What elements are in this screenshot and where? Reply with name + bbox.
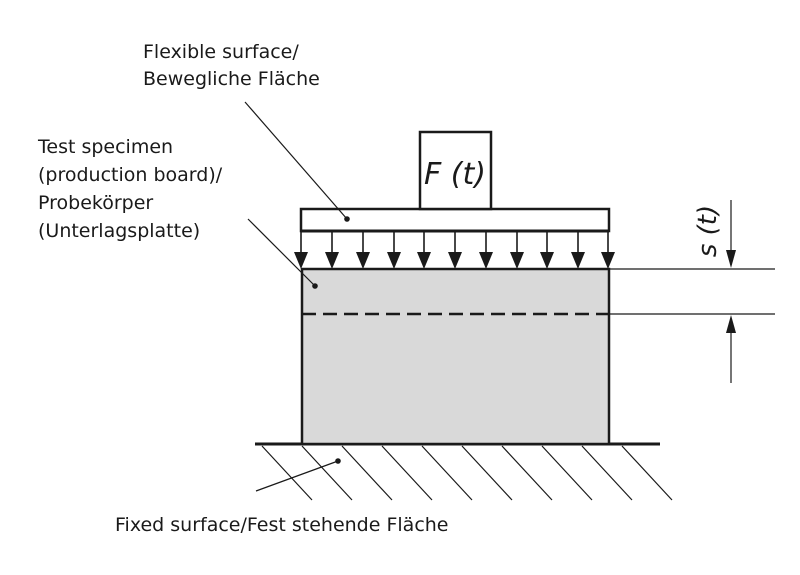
hatch-line	[501, 445, 553, 501]
specimen-leader-dot	[312, 283, 318, 289]
hatch-line	[261, 445, 313, 501]
hatch-line	[621, 445, 673, 501]
force-label: F (t)	[424, 157, 486, 192]
flexible-leader-line	[244, 101, 348, 220]
pressure-arrow	[479, 232, 493, 269]
hatch-line	[301, 445, 353, 501]
pressure-arrow	[387, 232, 401, 269]
hatch-line	[541, 445, 593, 501]
specimen-label-line1: Test specimen	[37, 136, 173, 158]
specimen-label-line3: Probekörper	[38, 192, 153, 214]
displacement-label: s (t)	[693, 205, 723, 257]
pressure-arrow	[448, 232, 462, 269]
fixed-surface-label: Fixed surface/Fest stehende Fläche	[115, 514, 449, 536]
dimension-arrow-up-head	[726, 315, 736, 333]
flexible-label-line1: Flexible surface/	[143, 41, 299, 63]
pressure-arrow	[325, 232, 339, 269]
fixed-surface-hatching	[261, 445, 673, 501]
pressure-arrows	[294, 232, 615, 269]
pressure-arrow	[540, 232, 554, 269]
pressure-arrow	[356, 232, 370, 269]
hatch-line	[341, 445, 393, 501]
force-box	[418, 130, 493, 211]
specimen-label-line4: (Unterlagsplatte)	[38, 220, 200, 242]
pressure-arrow	[417, 232, 431, 269]
specimen-leader-line	[247, 218, 316, 287]
pressure-arrow	[510, 232, 524, 269]
flexible-label-line2: Bewegliche Fläche	[143, 68, 320, 90]
specimen-label-line2: (production board)/	[38, 164, 223, 186]
hatch-line	[421, 445, 473, 501]
hatch-line	[381, 445, 433, 501]
pressure-arrow	[571, 232, 585, 269]
dimension-arrow-down-head	[726, 250, 736, 268]
hatch-line	[581, 445, 633, 501]
fixed-leader-line	[255, 460, 339, 492]
flexible-leader-dot	[344, 216, 350, 222]
pressure-arrow	[601, 232, 615, 269]
pressure-arrow	[294, 232, 308, 269]
hatch-line	[461, 445, 513, 501]
fixed-leader-dot	[335, 458, 341, 464]
test-specimen-block	[300, 267, 611, 446]
